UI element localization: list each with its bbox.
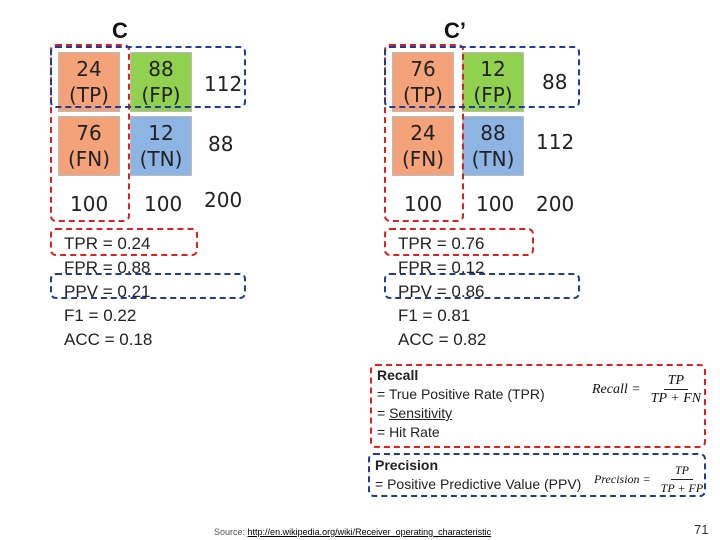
left-tp-cell: 24 (TP) <box>58 52 120 112</box>
left-fn-value: 76 <box>76 121 102 145</box>
recall-heading: Recall <box>377 367 419 383</box>
left-col-total-1: 100 <box>70 192 109 216</box>
right-tp-value: 76 <box>410 57 436 81</box>
right-tp-cell: 76 (TP) <box>392 52 454 112</box>
precision-formula-lhs: Precision = <box>594 472 651 486</box>
right-fp-label: (FP) <box>473 83 513 107</box>
left-metric-fpr: FPR = 0.88 <box>64 258 151 277</box>
left-tn-label: (TN) <box>139 147 183 171</box>
recall-definition-box <box>370 364 706 448</box>
right-predicted-positive-row-highlight <box>384 46 580 108</box>
recall-line-sensitivity: = Sensitivity <box>377 404 545 423</box>
left-tpr-highlight <box>50 228 198 256</box>
source-citation: Source: http://en.wikipedia.org/wiki/Rec… <box>214 527 491 537</box>
left-tp-label: (TP) <box>69 83 109 107</box>
left-fn-cell: 76 (FN) <box>58 116 120 176</box>
right-positive-column-highlight <box>384 44 464 222</box>
recall-definition: Recall = True Positive Rate (TPR) = Sens… <box>377 366 545 442</box>
left-fp-value: 88 <box>148 57 174 81</box>
left-grand-total: 200 <box>204 188 243 212</box>
precision-formula: Precision = TP TP + FP <box>594 462 707 497</box>
right-metrics-list: TPR = 0.76 FPR = 0.12 PPV = 0.86 F1 = 0.… <box>398 232 486 352</box>
right-metric-f1: F1 = 0.81 <box>398 306 471 325</box>
recall-fraction: TP TP + FN <box>647 372 705 407</box>
right-tn-label: (TN) <box>471 147 515 171</box>
matrix-c-title: C <box>112 18 128 43</box>
precision-heading: Precision <box>375 457 439 473</box>
left-metric-tpr: TPR = 0.24 <box>64 234 151 253</box>
recall-formula: Recall = TP TP + FN <box>592 372 705 407</box>
source-link[interactable]: http://en.wikipedia.org/wiki/Receiver_op… <box>247 527 492 537</box>
left-row-total-2: 88 <box>208 132 234 156</box>
recall-formula-numerator: TP <box>663 372 689 390</box>
right-col-total-2: 100 <box>476 192 515 216</box>
page-number: 71 <box>694 522 709 537</box>
left-metric-ppv: PPV = 0.21 <box>64 282 151 301</box>
right-row-total-1: 88 <box>542 70 568 94</box>
left-tn-cell: 12 (TN) <box>130 116 192 176</box>
right-metric-tpr: TPR = 0.76 <box>398 234 485 253</box>
recall-sensitivity-prefix: = <box>377 405 390 421</box>
right-tn-cell: 88 (TN) <box>462 116 524 176</box>
left-col-total-2: 100 <box>144 192 183 216</box>
precision-definition-box <box>368 453 706 497</box>
left-predicted-positive-row-highlight <box>50 46 246 108</box>
right-fn-value: 24 <box>410 121 436 145</box>
left-fp-cell: 88 (FP) <box>130 52 192 112</box>
left-row-total-1: 112 <box>204 72 243 96</box>
recall-formula-denominator: TP + FN <box>650 391 702 406</box>
right-fn-label: (FN) <box>401 147 445 171</box>
left-ppv-highlight <box>50 273 246 299</box>
right-fp-value: 12 <box>480 57 506 81</box>
precision-formula-denominator: TP + FP <box>660 481 704 495</box>
left-fp-label: (FP) <box>141 83 181 107</box>
right-metric-fpr: FPR = 0.12 <box>398 258 485 277</box>
left-tp-value: 24 <box>76 57 102 81</box>
recall-formula-lhs: Recall = <box>592 381 641 397</box>
left-metrics-list: TPR = 0.24 FPR = 0.88 PPV = 0.21 F1 = 0.… <box>64 232 152 352</box>
left-metric-acc: ACC = 0.18 <box>64 330 153 349</box>
precision-line-ppv: = Positive Predictive Value (PPV) <box>375 476 582 492</box>
right-tpr-highlight <box>384 228 534 256</box>
precision-formula-numerator: TP <box>670 462 693 480</box>
left-metric-f1: F1 = 0.22 <box>64 306 137 325</box>
recall-sensitivity-term: Sensitivity <box>389 405 453 421</box>
recall-line-tpr: = True Positive Rate (TPR) <box>377 386 545 402</box>
left-fn-label: (FN) <box>67 147 111 171</box>
left-tn-value: 12 <box>148 121 174 145</box>
right-tn-value: 88 <box>480 121 506 145</box>
precision-definition: Precision = Positive Predictive Value (P… <box>375 456 581 494</box>
left-positive-column-highlight <box>50 44 130 222</box>
precision-fraction: TP TP + FP <box>657 462 708 497</box>
right-ppv-highlight <box>384 273 580 299</box>
right-col-total-1: 100 <box>404 192 443 216</box>
right-metric-acc: ACC = 0.82 <box>398 330 487 349</box>
recall-line-hit-rate: = Hit Rate <box>377 424 440 440</box>
right-row-total-2: 112 <box>536 130 575 154</box>
right-fn-cell: 24 (FN) <box>392 116 454 176</box>
right-tp-label: (TP) <box>403 83 443 107</box>
right-fp-cell: 12 (FP) <box>462 52 524 112</box>
right-grand-total: 200 <box>536 192 575 216</box>
matrix-c-prime-title: C’ <box>444 18 466 43</box>
right-metric-ppv: PPV = 0.86 <box>398 282 485 301</box>
source-label: Source: <box>214 527 246 537</box>
